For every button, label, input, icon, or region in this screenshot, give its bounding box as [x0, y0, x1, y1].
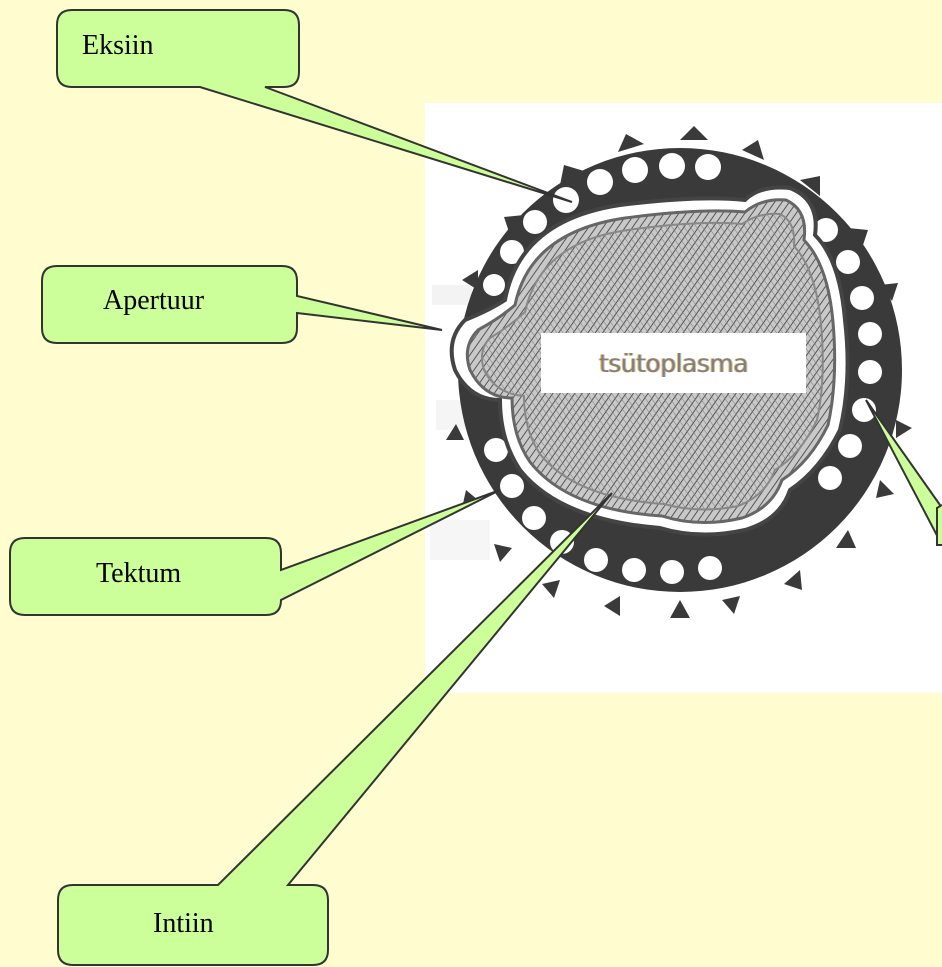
eksiin-label: Eksiin — [82, 30, 154, 62]
tektum-label: Tektum — [96, 558, 181, 590]
cytoplasm-label: tsütoplasma — [541, 333, 806, 393]
callout-apertuur — [42, 266, 442, 343]
apertuur-label: Apertuur — [103, 285, 204, 317]
intiin-label: Intiin — [153, 908, 214, 940]
